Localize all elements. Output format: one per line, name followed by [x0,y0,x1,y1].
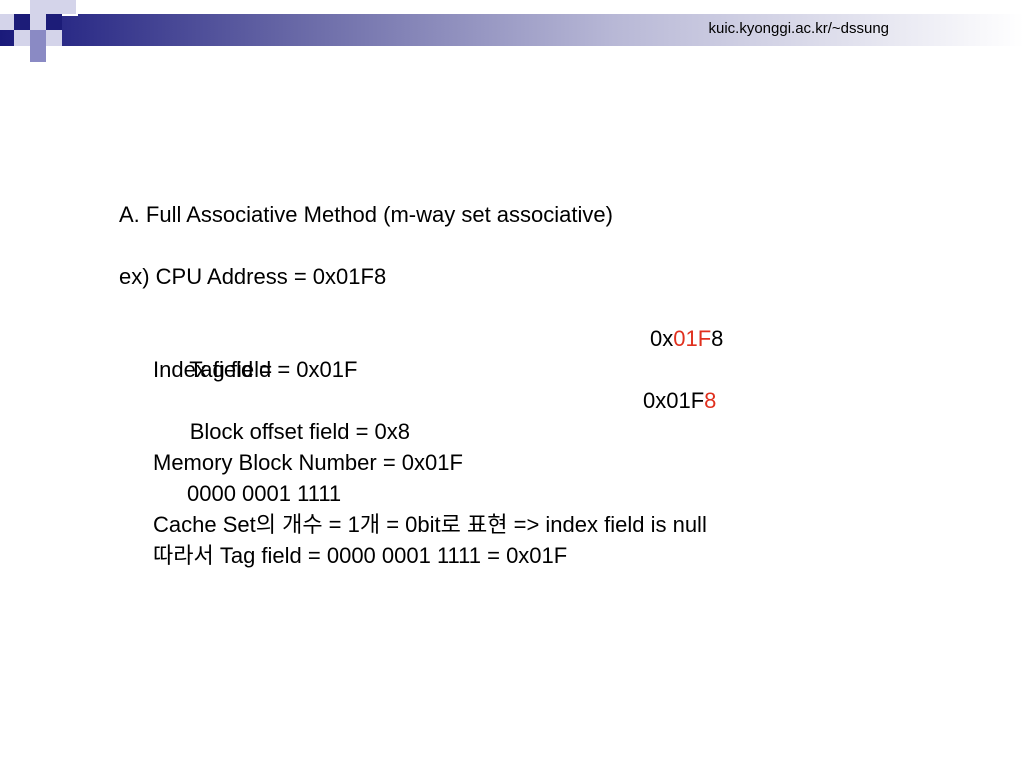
spacer [119,416,707,447]
tag-address-prefix: 0x [650,326,674,351]
index-field-row: Index field = [153,357,273,382]
tag-address: 0x01F8 [650,323,723,354]
memory-block-line: Memory Block Number = 0x01F [153,450,463,475]
spacer [119,230,707,261]
example-line: ex) CPU Address = 0x01F8 [119,264,387,289]
slide-content: A. Full Associative Method (m-way set as… [119,199,723,571]
header-url: kuic.kyonggi.ac.kr/~dssung [708,20,889,37]
offset-address: 0x01F8 [643,385,716,416]
header-bar [0,14,1024,46]
tag-address-highlight: 01F [673,326,712,351]
conclusion-line: 따라서 Tag field = 0000 0001 1111 = 0x01F [153,543,568,568]
offset-field-text: Block offset field = 0x8 [189,419,411,444]
offset-address-prefix: 0x01F [643,388,705,413]
tag-address-suffix: 8 [711,326,724,351]
spacer [119,292,707,323]
heading: A. Full Associative Method (m-way set as… [119,202,613,227]
tag-field-row: Tag field = 0x01F 0x01F8 [119,323,723,382]
offset-address-highlight: 8 [704,388,717,413]
cache-set-line: Cache Set의 개수 = 1개 = 0bit로 표현 => index f… [153,512,707,537]
tag-field-text: Tag field = 0x01F [189,357,358,382]
binary-line: 0000 0001 1111 [187,481,342,506]
offset-field-row: Block offset field = 0x8 0x01F8 [119,385,717,444]
